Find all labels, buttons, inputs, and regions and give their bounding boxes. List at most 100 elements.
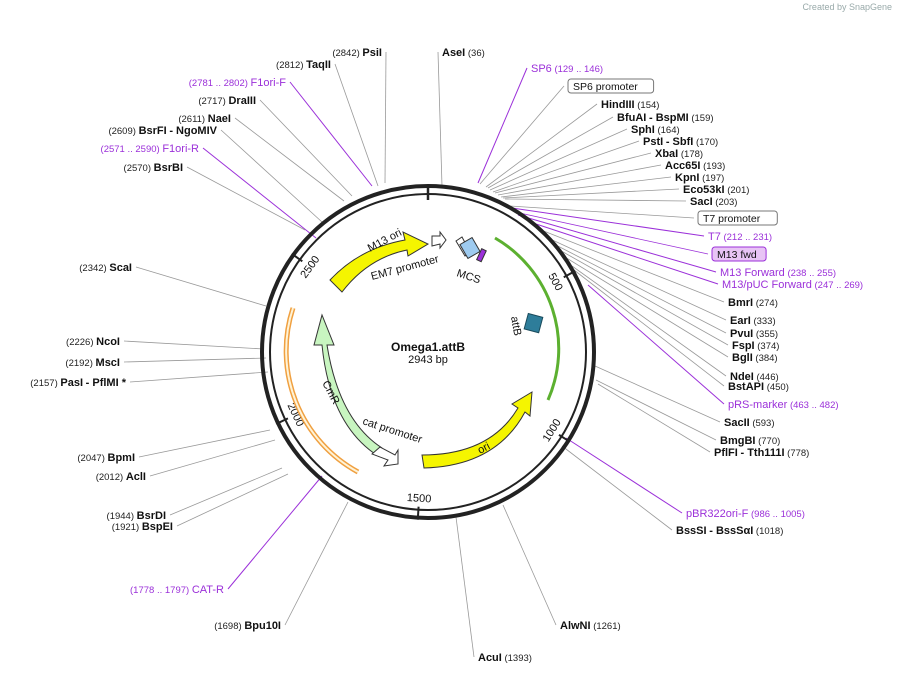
cat-promoter-arrow — [371, 446, 399, 467]
site-label-pvui: PvuI (355) — [730, 328, 778, 340]
tick-label: 1500 — [406, 492, 431, 505]
em7-promoter-arrow — [431, 230, 447, 250]
leader-m13-fwd — [514, 211, 709, 255]
plasmid-size: 2943 bp — [408, 354, 448, 366]
site-label-fspi: FspI (374) — [732, 340, 779, 352]
tick-mark — [275, 417, 289, 425]
m13-ori-arrow — [329, 231, 430, 293]
leader-pflfi — [597, 383, 711, 453]
leader-sp6-promoter — [479, 85, 565, 185]
leader-acc65i — [497, 164, 662, 196]
site-label-bgli: BglI (384) — [732, 352, 778, 364]
leader-bsrbi — [186, 166, 306, 231]
site-label-bfuai: BfuAI - BspMI (159) — [617, 112, 714, 124]
site-label-bpmi: (2047) BpmI — [77, 452, 135, 464]
leader-m13-puc-forward — [529, 221, 719, 285]
site-label-sp6-promoter: SP6 promoter — [573, 81, 638, 93]
leader-ndei — [571, 265, 727, 377]
tick-mark — [291, 252, 303, 263]
mcs-label: MCS — [455, 267, 482, 286]
leader-bfuai — [487, 116, 614, 189]
leader-scai — [135, 266, 267, 307]
site-label-t7-promoter: T7 promoter — [703, 213, 761, 225]
site-labels: (2842) PsiI (2812) TaqII (2781 .. 2802) … — [30, 47, 863, 664]
site-label-alwni: AlwNI (1261) — [560, 620, 621, 632]
leader-msci — [123, 357, 267, 363]
site-label-f1ori-r: (2571 .. 2590) F1ori-R — [101, 143, 200, 155]
site-label-f1ori-f: (2781 .. 2802) F1ori-F — [189, 77, 287, 89]
site-label-psti: PstI - SbfI (170) — [643, 136, 718, 148]
site-label-acli: (2012) AclI — [96, 471, 146, 483]
leader-draiii — [259, 99, 353, 197]
site-label-m13-puc-forward: M13/pUC Forward (247 .. 269) — [722, 279, 863, 291]
site-label-ndei: NdeI (446) — [730, 371, 779, 383]
ori-arrow — [421, 391, 533, 469]
site-label-bpu10i: (1698) Bpu10I — [214, 620, 281, 632]
leader-alwni — [502, 504, 557, 626]
site-label-pasi: (2157) PasI - PflMI * — [30, 377, 126, 389]
leader-lines — [123, 51, 729, 658]
feature-box-sp6-promoter — [567, 78, 655, 94]
site-label-psii: (2842) PsiI — [332, 47, 382, 59]
leader-bstapi — [573, 269, 725, 387]
site-label-acc65i: Acc65I (193) — [665, 160, 725, 172]
site-label-cat-r: (1778 .. 1797) CAT-R — [130, 584, 224, 596]
leader-bmri — [535, 227, 725, 303]
leader-bpmi — [138, 429, 271, 458]
feature-box-t7-promoter — [697, 210, 778, 226]
leader-acli — [149, 439, 276, 477]
leader-pasi — [129, 371, 269, 383]
site-label-naei: (2611) NaeI — [178, 113, 231, 125]
site-label-scai: (2342) ScaI — [79, 262, 132, 274]
site-label-kpni: KpnI (197) — [675, 172, 724, 184]
leader-bsrfi — [220, 129, 323, 223]
site-label-sp6: SP6 (129 .. 146) — [531, 63, 603, 75]
site-label-eari: EarI (333) — [730, 315, 776, 327]
mcs-primer-marker — [475, 248, 487, 263]
site-label-hindiii: HindIII (154) — [601, 99, 659, 111]
feature-box-m13-fwd — [711, 246, 767, 262]
site-label-pflfi: PflFI - Tth111I (778) — [714, 447, 809, 459]
leader-t7 — [511, 207, 705, 237]
leader-bmgbi — [595, 379, 717, 441]
leader-sphi — [489, 128, 628, 191]
leader-hindiii — [485, 103, 598, 188]
site-label-bsrbi: (2570) BsrBI — [124, 162, 183, 174]
site-label-asei: AseI (36) — [442, 47, 485, 59]
site-label-bstapi: BstAPI (450) — [728, 381, 789, 393]
tick-label: 500 — [545, 271, 564, 293]
site-label-saci: SacI (203) — [690, 196, 737, 208]
tick-mark — [558, 434, 571, 443]
site-label-eco53ki: Eco53kI (201) — [683, 184, 749, 196]
site-label-pbr322ori-f: pBR322ori-F (986 .. 1005) — [686, 508, 805, 520]
cmr-arrow — [313, 313, 383, 457]
site-label-bsrfi: (2609) BsrFI - NgoMIV — [108, 125, 217, 137]
leader-bpu10i — [284, 501, 349, 626]
leader-naei — [234, 117, 345, 202]
leader-prs-marker — [587, 284, 725, 405]
attb-box — [523, 312, 544, 334]
leader-cat-r — [227, 475, 323, 590]
leader-bsrdi — [169, 467, 283, 516]
leader-f1ori-f — [289, 81, 373, 187]
leader-bspei — [176, 473, 289, 527]
leader-sacii — [594, 365, 721, 423]
site-label-prs-marker: pRS-marker (463 .. 482) — [728, 399, 839, 411]
site-label-bspei: (1921) BspEI — [112, 521, 173, 533]
leader-saci — [504, 198, 687, 202]
site-label-m13-fwd: M13 fwd — [717, 249, 757, 261]
site-label-bsrdi: (1944) BsrDI — [107, 510, 166, 522]
attb-label: attB — [508, 315, 523, 336]
leader-t7-promoter — [509, 205, 695, 219]
site-label-xbai: XbaI (178) — [655, 148, 703, 160]
leader-f1ori-r — [202, 147, 317, 239]
site-label-t7: T7 (212 .. 231) — [708, 231, 772, 243]
leader-xbai — [494, 152, 652, 194]
attb-arc — [494, 236, 561, 401]
site-label-ncoi: (2226) NcoI — [66, 336, 120, 348]
site-label-bmri: BmrI (274) — [728, 297, 778, 309]
ori-label: ori — [476, 440, 492, 456]
leader-pbr322ori-f — [565, 437, 683, 514]
site-label-bmgbi: BmgBI (770) — [720, 435, 780, 447]
leader-bgli — [559, 253, 729, 358]
